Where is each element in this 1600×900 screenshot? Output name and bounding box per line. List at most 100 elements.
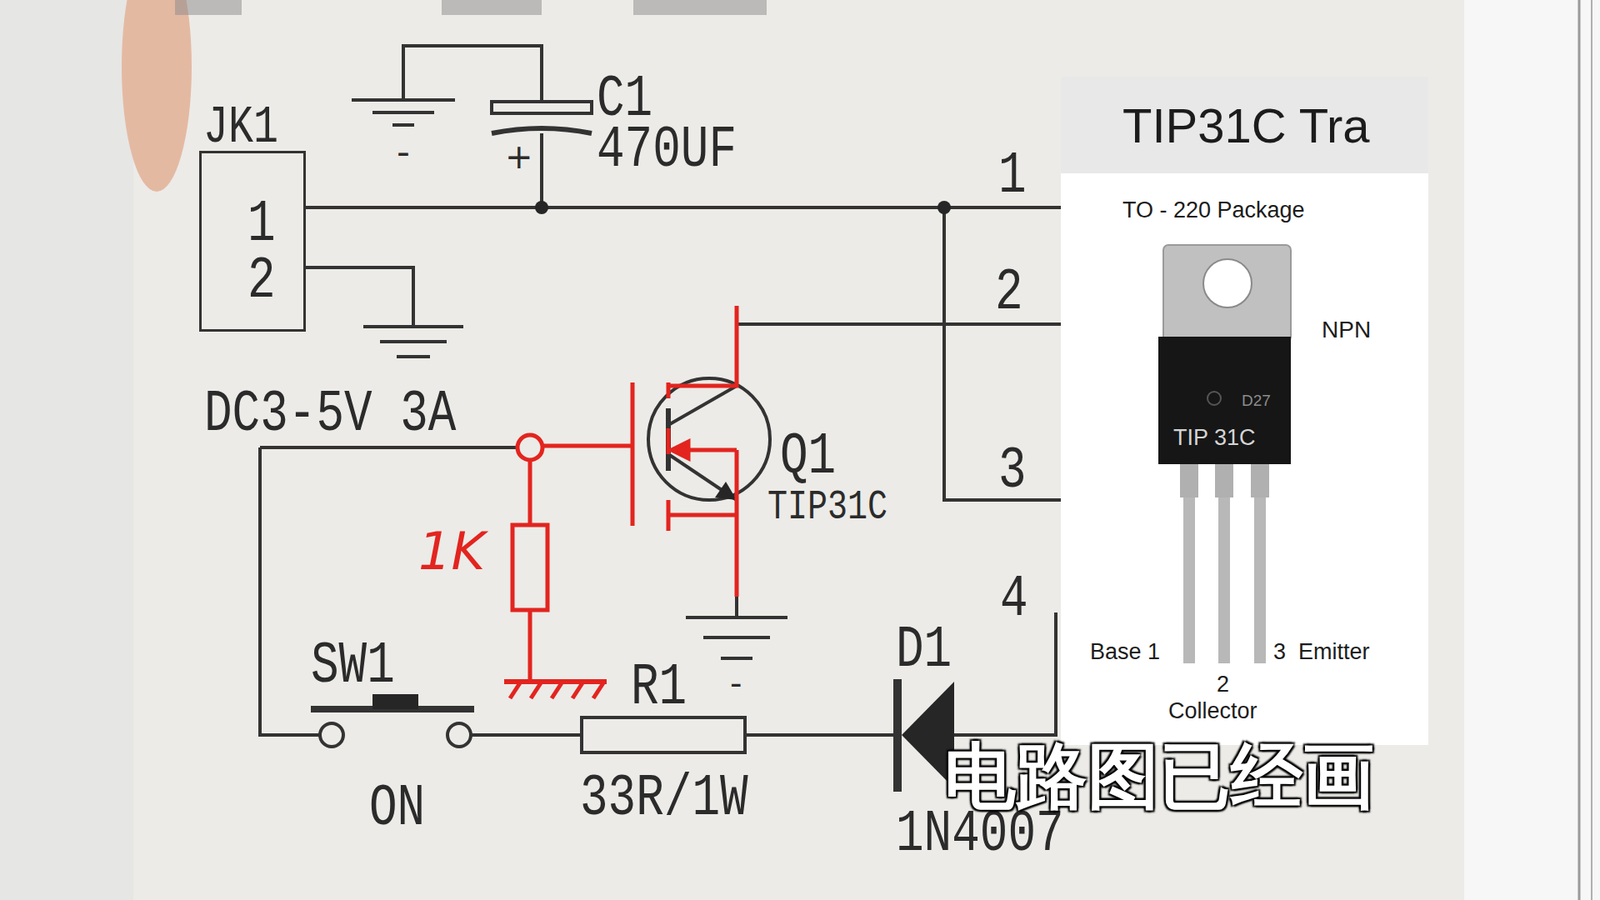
circuit-wires-part — [491, 128, 592, 134]
red-annotation-part — [671, 441, 689, 459]
red-annotation-part — [512, 525, 548, 610]
circuit-wires-part — [745, 733, 902, 737]
switch-state: ON — [369, 779, 425, 838]
circuit-wires-part — [720, 656, 753, 660]
red-annotation-part — [572, 681, 584, 699]
photo-background-part — [121, 0, 192, 192]
pin-number: 3 — [998, 441, 1027, 500]
part-marking: TIP 31C — [1173, 426, 1256, 450]
datasheet-panel-part — [1203, 259, 1252, 308]
red-annotation-part — [528, 460, 533, 525]
photo-background-part — [1578, 0, 1581, 900]
datasheet-panel-part — [1060, 76, 1429, 174]
circuit-fills-part — [535, 200, 549, 215]
pin-number: 4 — [1000, 570, 1029, 629]
panel-title: TIP31C Tra — [1122, 101, 1370, 150]
circuit-wires-part — [668, 454, 737, 500]
photo-background-part — [441, 0, 542, 15]
circuit-wires-part — [392, 123, 415, 127]
red-annotation-part — [668, 513, 737, 518]
polarity-mark: - — [730, 666, 742, 700]
pin-number: 1 — [247, 195, 276, 254]
circuit-fills-part — [372, 694, 419, 710]
circuit-wires-part — [893, 679, 902, 792]
pin-label: Base 1 — [1090, 640, 1160, 664]
circuit-wires-part — [668, 385, 737, 425]
photo-background-part — [175, 0, 242, 15]
datasheet-panel: TIP31C Tra TO - 220 PackageNPN D27TIP 31C B… — [1060, 76, 1429, 745]
circuit-wires-part — [540, 133, 544, 208]
polarity-mark: - — [396, 133, 410, 170]
circuit-wires-part — [363, 325, 464, 329]
red-annotation-part — [668, 305, 737, 386]
part-value: 470UF — [596, 120, 737, 180]
red-annotation-part — [510, 681, 521, 699]
pin-label: Collector — [1168, 700, 1258, 723]
part-value: 33R/1W — [580, 769, 749, 828]
circuit-wires-part — [260, 445, 518, 450]
circuit-wires-part — [685, 615, 788, 620]
red-annotation-part — [517, 435, 543, 460]
circuit-wires-part — [470, 733, 582, 737]
datasheet-panel-part — [1183, 497, 1195, 664]
circuit-wires-part — [380, 340, 447, 344]
photo-background-part — [133, 0, 1465, 900]
red-annotation-part — [530, 681, 542, 699]
part-name: R1 — [630, 658, 687, 717]
datasheet-panel-part — [1060, 76, 1429, 745]
datasheet-panel-part — [1180, 464, 1199, 498]
marking-code: D27 — [1241, 392, 1271, 409]
circuit-wires-part — [403, 45, 542, 102]
red-annotation-part — [542, 444, 633, 449]
datasheet-panel-part — [1215, 464, 1234, 498]
circuit-wires-part — [305, 267, 414, 327]
photo-background-part — [1464, 0, 1600, 900]
part-name: C1 — [596, 70, 653, 129]
red-annotation-part — [666, 382, 671, 399]
red-annotation-part — [551, 681, 563, 699]
red-annotation-part — [735, 450, 740, 597]
circuit-wires-part — [581, 717, 745, 753]
circuit-fills — [372, 200, 955, 789]
circuit-wires-part — [648, 378, 770, 500]
part-name: SW1 — [310, 636, 395, 695]
circuit-wires-part — [447, 723, 471, 747]
datasheet-panel-part — [1158, 336, 1291, 465]
polarity-mark: + — [505, 140, 534, 174]
red-annotation — [504, 305, 737, 699]
circuit-wires-part — [351, 98, 455, 102]
part-name: D1 — [895, 620, 952, 680]
part-value: TIP31C — [767, 486, 888, 529]
circuit-fills-part — [715, 481, 737, 500]
circuit-wires-part — [372, 110, 435, 115]
package-name: TO - 220 Package — [1122, 199, 1305, 222]
circuit-wires-part — [703, 635, 770, 640]
datasheet-panel — [1060, 76, 1429, 745]
datasheet-panel-part — [1254, 497, 1266, 664]
circuit-wires-part — [665, 408, 671, 471]
part-value: 1N4007 — [895, 805, 1065, 864]
polarity-label: NPN — [1321, 318, 1371, 342]
pin-label: 3 Emitter — [1273, 640, 1370, 664]
red-annotation-part — [593, 681, 605, 699]
connector-name: JK1 — [203, 101, 279, 155]
circuit-wires-part — [320, 723, 344, 747]
circuit-wires-part — [736, 322, 1061, 326]
red-annotation-part — [630, 382, 635, 526]
photo-background-part — [633, 0, 767, 15]
datasheet-panel-part — [1163, 245, 1291, 342]
circuit-wires-part — [491, 101, 592, 114]
pin-number: 2 — [247, 251, 276, 310]
pin-number: 2 — [995, 263, 1024, 322]
datasheet-panel-part — [1207, 391, 1221, 405]
datasheet-panel-part — [1218, 497, 1230, 664]
circuit-fills-part — [937, 200, 951, 215]
supply-rating: DC3-5V 3A — [204, 385, 456, 444]
pin-number: 2 — [1216, 673, 1230, 696]
video-subtitle: 电路图已经画 — [944, 740, 1375, 812]
circuit-wires-part — [396, 355, 430, 359]
photo-background-part — [0, 0, 134, 900]
connector-box: JK112 — [199, 150, 306, 332]
